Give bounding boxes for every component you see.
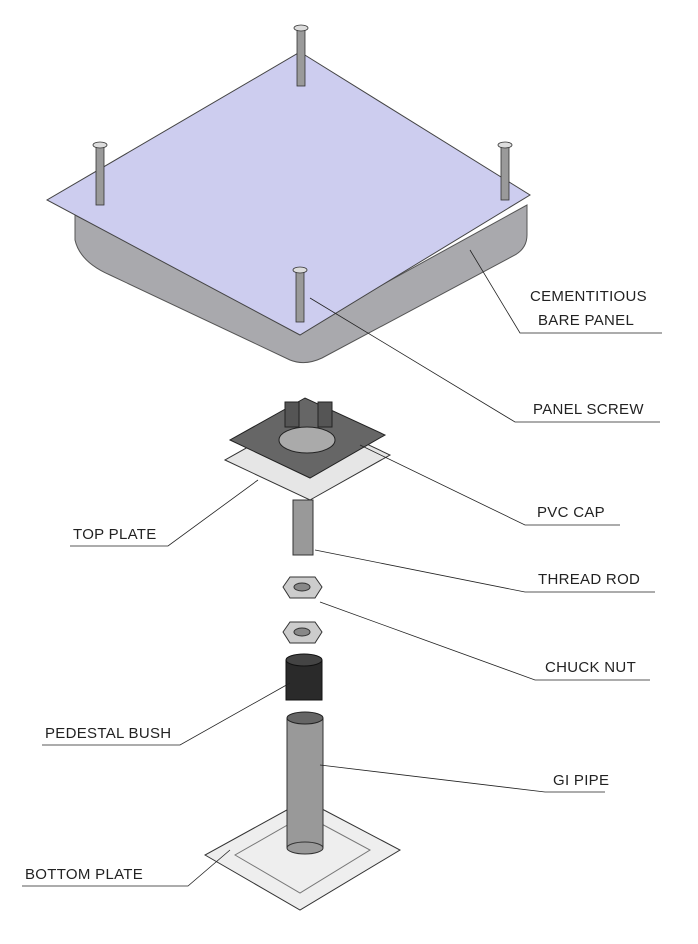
label-thread-rod: THREAD ROD [538,571,641,588]
pvc-cap [223,397,392,501]
cementitious-bare-panel [45,51,531,364]
label-bottom-plate: BOTTOM PLATE [25,866,144,883]
thread-rod [292,499,314,556]
label-cementitious: CEMENTITIOUS [530,288,647,305]
label-panel-screw: PANEL SCREW [533,401,644,418]
label-chuck-nut: CHUCK NUT [545,659,637,676]
leader-lines [22,249,662,887]
pedestal-bush [285,653,323,701]
bottom-plate [203,799,402,911]
chuck-nuts [282,576,323,644]
label-bare-panel: BARE PANEL [538,312,635,329]
label-pedestal-bush: PEDESTAL BUSH [45,725,172,742]
label-gi-pipe: GI PIPE [553,772,610,789]
label-pvc-cap: PVC CAP [537,504,605,521]
label-top-plate: TOP PLATE [73,526,157,543]
panel-screws [92,24,513,323]
gi-pipe [286,711,324,855]
